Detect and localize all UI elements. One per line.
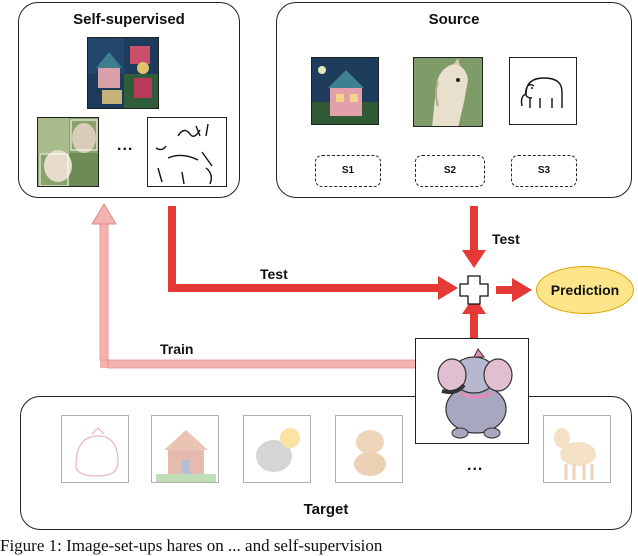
test-arrowhead-left [438,276,458,300]
test-arrow-left [168,206,440,292]
test-arrowhead-right [462,250,486,268]
source-horse-image [413,57,483,127]
source-panel: Source S1 S2 S3 [276,2,632,198]
prediction-node: Prediction [536,266,634,314]
target-dog-image [335,415,403,483]
target-elephant-highlight-image [415,338,529,444]
horse-jigsaw-image [37,117,99,187]
target-ellipsis: ... [467,457,484,474]
train-arrow [100,222,415,368]
train-arrowhead [91,203,117,225]
target-sketch-girl-image [61,415,129,483]
target-horse-image [543,415,611,483]
target-elephant-toy-image [243,415,311,483]
figure-caption: Figure 1: Image-set-ups hares on ... and… [0,536,383,555]
prediction-arrowhead [512,278,532,302]
source-slot-s1: S1 [315,155,381,187]
test-label-left: Test [260,266,288,282]
source-slot-s3: S3 [511,155,577,187]
source-elephant-sketch [509,57,577,125]
target-house-image [151,415,219,483]
self-supervised-ellipsis: ... [117,137,134,154]
source-house-image [311,57,379,125]
source-slot-s2: S2 [415,155,485,187]
source-title: Source [428,11,480,28]
train-label: Train [160,341,194,357]
sketch-jigsaw-image [147,117,227,187]
self-supervised-panel: Self-supervised ... [18,2,240,198]
combine-plus-icon [459,275,489,305]
house-painting-image [87,37,159,109]
self-supervised-title: Self-supervised [73,11,185,28]
target-panel: Target ... [20,396,632,530]
target-title: Target [303,501,349,518]
test-label-right: Test [492,231,520,247]
target-arrowhead-up [462,296,486,314]
